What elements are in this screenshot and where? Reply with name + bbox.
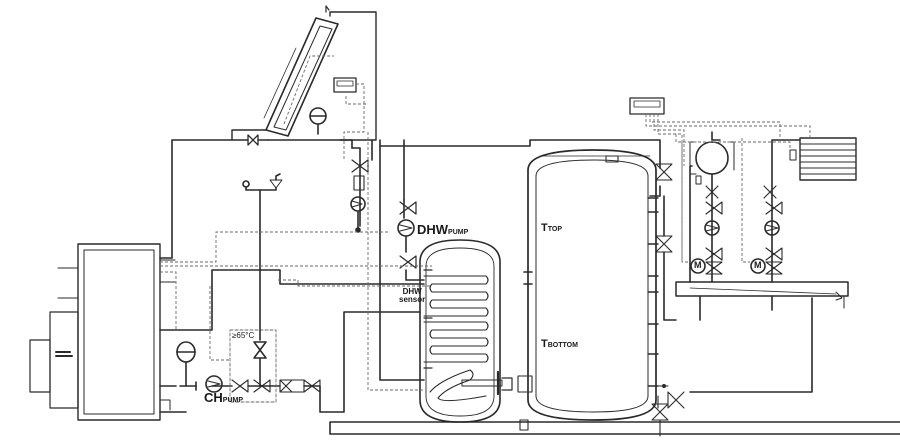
solar-pump-station (350, 159, 369, 233)
thermostat (695, 175, 702, 185)
ch-pump-text: CH (204, 390, 223, 405)
buffer-flow-pipe (379, 139, 661, 197)
valve-top (247, 134, 259, 146)
ch-pump-sub-text: PUMP (222, 397, 244, 404)
sensor-points (356, 228, 666, 388)
t-bottom-sub-text: BOTTOM (547, 342, 578, 349)
anti-condensation-box (229, 329, 277, 403)
t-bottom-text: T (541, 338, 548, 350)
temp-limit-label: ≥65°C (232, 331, 255, 340)
ground-line (329, 421, 900, 435)
dhw-pump-text: DHW (417, 222, 449, 237)
solar-expansion-vessel (309, 107, 327, 135)
radiator-panel (789, 137, 857, 181)
pressure-gauge-safety-valve (242, 173, 283, 191)
collector-frame (231, 11, 377, 141)
t-top-sub-text: TOP (547, 226, 562, 233)
buffer-tank (517, 149, 659, 431)
heating-controller (629, 97, 665, 115)
dhw-lower-coil (423, 321, 489, 363)
motor-left-label: M (694, 260, 702, 270)
ch-pump (205, 375, 223, 393)
heating-circuit-right (750, 139, 801, 283)
dhw-sensor-line1: DHW (402, 287, 422, 296)
dhw-pump-sub-text: PUMP (448, 229, 469, 236)
solar-collector (263, 17, 339, 137)
heating-circuit-left (689, 131, 723, 283)
solar-controller (333, 77, 357, 93)
dhw-sensor-line2: sensor (399, 295, 426, 304)
t-top-text: T (541, 222, 548, 234)
distribution-manifold (675, 281, 849, 321)
dhw-pump-label: DHWPUMP (417, 223, 468, 236)
t-top-label: TTOP (541, 223, 562, 234)
dhw-solar-coil (429, 369, 487, 402)
boiler (29, 243, 176, 421)
main-flow-pipe (159, 139, 353, 259)
ch-expansion-vessel (176, 341, 196, 387)
t-bottom-label: TBOTTOM (541, 339, 578, 350)
dhw-tank (419, 239, 513, 423)
motor-right-label: M (754, 260, 762, 270)
control-wiring (160, 55, 811, 391)
ch-pump-label: CHPUMP (204, 391, 243, 404)
dhw-sensor-label: DHW sensor (399, 288, 425, 304)
dhw-upper-coil (423, 275, 489, 317)
radiator-round (689, 141, 735, 175)
bottom-valves (231, 379, 321, 393)
